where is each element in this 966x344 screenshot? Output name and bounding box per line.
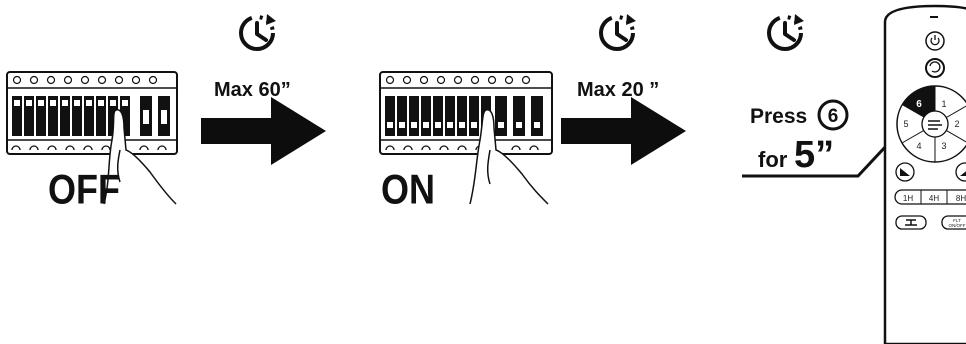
clock-icon bbox=[599, 12, 638, 51]
timer-8h-button[interactable]: 8H bbox=[956, 194, 966, 203]
wait-time-1: Max 60” bbox=[214, 79, 291, 101]
button-6-badge bbox=[817, 99, 849, 131]
dial-label-2: 2 bbox=[954, 119, 959, 129]
dial-label-1: 1 bbox=[941, 99, 946, 109]
timer-4h-button[interactable]: 4H bbox=[929, 194, 939, 203]
hand-icon bbox=[103, 109, 177, 205]
timer-button-group bbox=[894, 189, 966, 205]
clock-icon bbox=[767, 12, 806, 51]
on-label: ON bbox=[381, 167, 435, 213]
dial-label-6: 6 bbox=[916, 99, 922, 110]
onoff-label: ON/OFF bbox=[949, 223, 966, 228]
flt-label: FLT bbox=[953, 218, 961, 223]
hold-label: for bbox=[758, 147, 788, 172]
power-button[interactable] bbox=[925, 31, 945, 51]
forward-button[interactable] bbox=[955, 162, 966, 182]
hold-duration: 5” bbox=[794, 134, 834, 176]
dial-label-5: 5 bbox=[903, 119, 908, 129]
timer-1h-button[interactable]: 1H bbox=[903, 194, 913, 203]
hand-icon bbox=[469, 109, 549, 205]
right-arrow-icon bbox=[561, 97, 686, 165]
wait-time-2: Max 20 ” bbox=[577, 79, 659, 101]
right-arrow-icon bbox=[201, 97, 326, 165]
remote-control: 6 1 2 3 4 5 1H 4H 8H FLT ON/OFF bbox=[883, 4, 966, 344]
press-button-number: 6 bbox=[828, 106, 839, 127]
press-label: Press bbox=[750, 105, 807, 128]
breaker-panel-on bbox=[379, 71, 553, 155]
speed-dial: 6 1 2 3 4 5 bbox=[896, 85, 966, 163]
flt-onoff-button[interactable] bbox=[941, 215, 966, 230]
dial-label-4: 4 bbox=[916, 141, 921, 151]
breaker-panel-off bbox=[6, 71, 178, 155]
fan-center-button[interactable] bbox=[921, 110, 949, 138]
dial-label-3: 3 bbox=[941, 141, 946, 151]
off-label: OFF bbox=[48, 167, 120, 213]
clock-icon bbox=[239, 12, 278, 51]
